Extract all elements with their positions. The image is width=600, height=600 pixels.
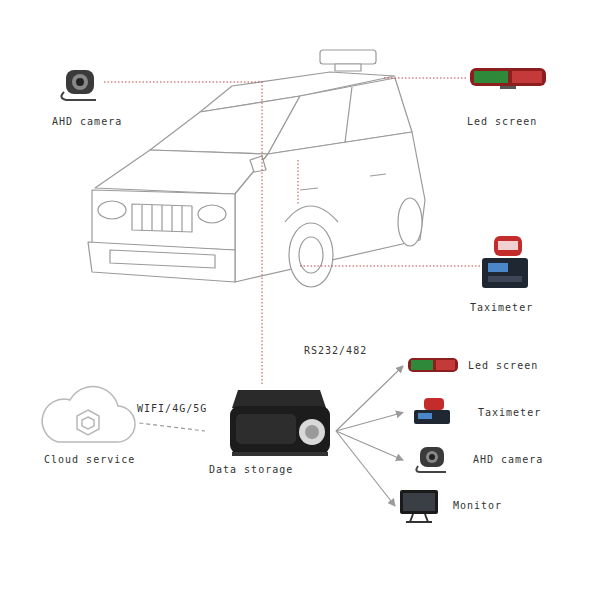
camera-icon: [416, 447, 446, 472]
interface-label: RS232/482: [302, 345, 369, 357]
connector: [336, 413, 403, 432]
data-storage-device: [230, 390, 330, 456]
device-node: Taximeter: [466, 232, 537, 316]
cloud-icon: [42, 386, 135, 442]
connector: [336, 431, 395, 506]
cloud-node: Cloud service: [40, 378, 139, 468]
led-screen-icon: [408, 358, 458, 372]
device-node: Led screen: [463, 64, 541, 130]
device-label: Data storage: [209, 464, 332, 476]
device-label: Taximeter: [470, 302, 533, 314]
connector: [139, 423, 205, 431]
device-label: AHD camera: [473, 454, 543, 466]
monitor-icon: [400, 490, 438, 522]
leader-lines: [104, 78, 480, 386]
device-node: Monitor: [395, 490, 506, 522]
device-label: Led screen: [467, 116, 537, 128]
connector: [336, 431, 403, 460]
device-label: AHD camera: [52, 116, 122, 128]
device-node: AHD camera: [403, 446, 547, 474]
device-label: Led screen: [468, 360, 538, 372]
device-node: AHD camera: [48, 64, 126, 130]
connector: [336, 366, 403, 431]
taxi-car: [88, 50, 425, 287]
edge-label: WIFI/4G/5G: [135, 403, 209, 415]
device-node: Taximeter: [403, 398, 545, 427]
taximeter-icon: [414, 398, 450, 424]
device-node: Led screen: [403, 355, 542, 377]
device-label: Cloud service: [44, 454, 135, 466]
led-screen-icon: [470, 68, 546, 89]
camera-icon: [61, 70, 96, 100]
device-label: Taximeter: [478, 407, 541, 419]
storage-node: Data storage: [205, 384, 336, 478]
taximeter-icon: [482, 236, 528, 288]
device-label: Monitor: [453, 500, 502, 512]
